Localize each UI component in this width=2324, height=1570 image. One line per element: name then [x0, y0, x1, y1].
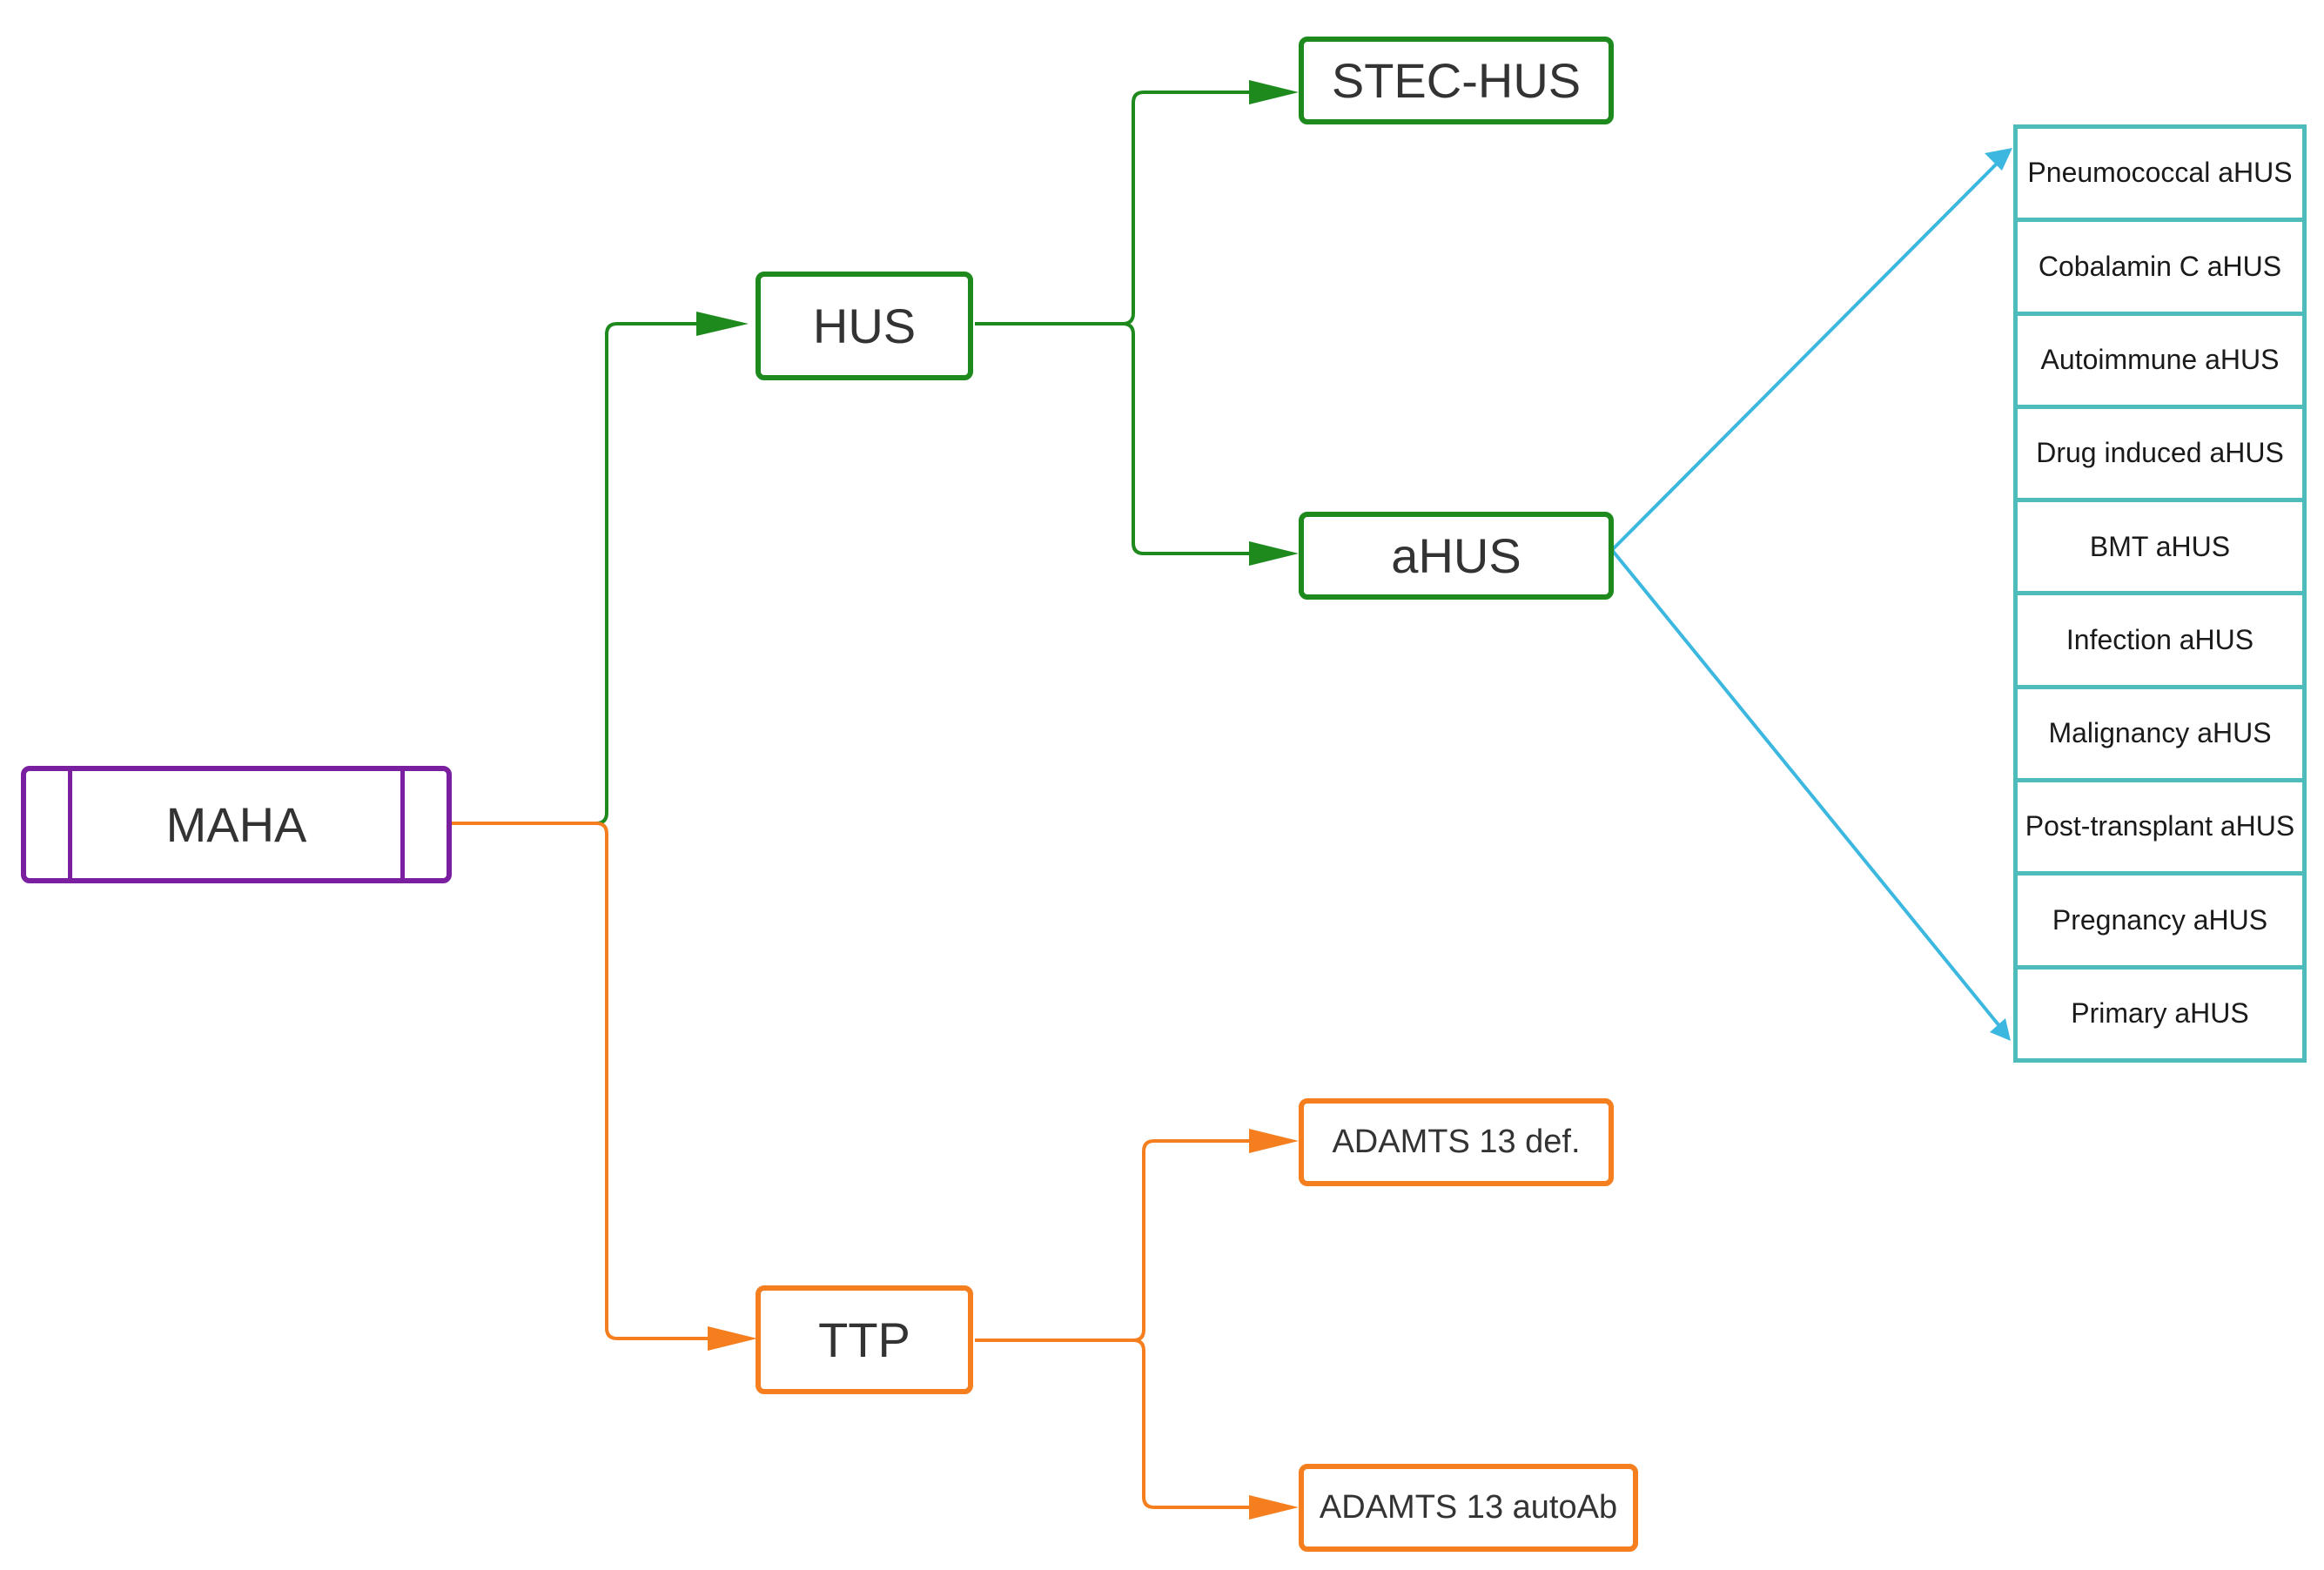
node-hus-label: HUS [812, 299, 917, 353]
arrowhead-autoab [1249, 1495, 1299, 1520]
ahus-cause-list: Pneumococcal aHUS Cobalamin C aHUS Autoi… [2013, 124, 2307, 1063]
arrowhead-def [1249, 1129, 1299, 1153]
node-adamts-def: ADAMTS 13 def. [1299, 1098, 1614, 1186]
node-adamts-autoab: ADAMTS 13 autoAb [1299, 1464, 1638, 1552]
node-ttp: TTP [756, 1285, 973, 1394]
arrowhead-stec [1249, 80, 1299, 104]
connector-maha-ttp [451, 822, 708, 1340]
node-ttp-label: TTP [818, 1312, 910, 1367]
arrowhead-ttp [708, 1326, 757, 1351]
cause-item: Pneumococcal aHUS [2018, 129, 2302, 223]
cause-item: Primary aHUS [2071, 997, 2249, 1030]
node-adamts-autoab-label: ADAMTS 13 autoAb [1319, 1489, 1618, 1526]
connector-hus-stec [975, 91, 1249, 325]
node-ahus: aHUS [1299, 512, 1614, 600]
connector-ttp-autoab [975, 1339, 1249, 1509]
root-label: MAHA [165, 797, 307, 852]
arrowhead-hus [696, 312, 749, 336]
cause-item: Drug induced aHUS [2018, 409, 2302, 503]
node-adamts-def-label: ADAMTS 13 def. [1332, 1124, 1581, 1160]
connector-ahus-primary [1610, 548, 2002, 1029]
connector-maha-hus [451, 322, 696, 825]
cause-item: Pregnancy aHUS [2018, 876, 2302, 970]
root-left-bar [68, 771, 72, 878]
cause-item: Malignancy aHUS [2018, 689, 2302, 783]
arrowhead-ahus [1249, 541, 1299, 566]
node-stec-hus-label: STEC-HUS [1331, 53, 1582, 108]
node-ahus-label: aHUS [1391, 528, 1521, 583]
cause-item: Post-transplant aHUS [2018, 782, 2302, 876]
arrowhead-pneumococcal [1985, 148, 2012, 171]
cause-item: BMT aHUS [2018, 502, 2302, 596]
node-stec-hus: STEC-HUS [1299, 37, 1614, 124]
arrowhead-primary [1990, 1018, 2011, 1041]
node-hus: HUS [756, 272, 973, 380]
cause-item: Cobalamin C aHUS [2018, 222, 2302, 316]
connector-ttp-def [975, 1139, 1249, 1342]
root-node-maha: MAHA [21, 766, 452, 883]
connector-ahus-pneumococcal [1610, 160, 2000, 552]
cause-item: Infection aHUS [2018, 595, 2302, 689]
connector-hus-ahus [975, 322, 1249, 555]
root-right-bar [400, 771, 405, 878]
cause-item: Autoimmune aHUS [2018, 316, 2302, 409]
